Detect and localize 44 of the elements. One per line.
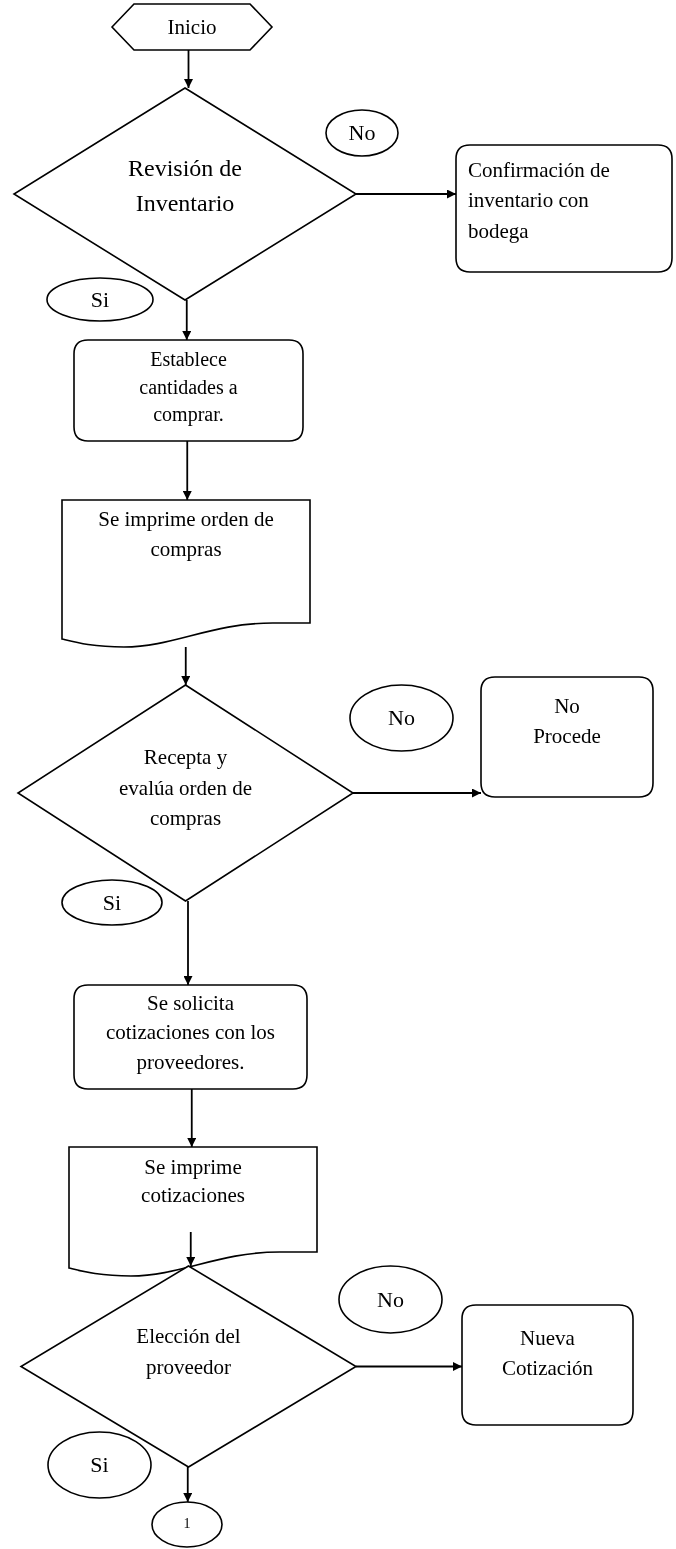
label-ellipse [47, 278, 153, 321]
node-text: 1 [183, 1515, 191, 1534]
node-text: No Procede [532, 693, 602, 751]
process-box [74, 985, 307, 1089]
process-box [462, 1305, 633, 1425]
node-text: Se solicita cotizaciones con los proveedores. [104, 990, 277, 1076]
arrow [184, 49, 193, 89]
arrow [355, 189, 457, 199]
node-text: No [377, 1285, 404, 1314]
process-box [481, 677, 653, 797]
document-shape [69, 1147, 317, 1276]
label-ellipse [62, 880, 162, 925]
label-ellipse [339, 1266, 442, 1333]
label-ellipse [350, 685, 453, 751]
node-text: Revisión de Inventario [127, 154, 243, 218]
node-text: Si [102, 888, 122, 917]
arrow [182, 299, 192, 341]
arrow [183, 900, 193, 986]
node-text: Si [90, 1451, 109, 1480]
node-text: No [388, 704, 415, 733]
arrow [183, 1466, 193, 1503]
arrow [181, 646, 191, 686]
node-text: Establece cantidades a comprar. [138, 347, 239, 428]
node-text: Elección del proveedor [135, 1323, 242, 1381]
arrow [355, 1362, 463, 1371]
document-shape [62, 500, 310, 647]
arrow [182, 440, 192, 501]
process-box [74, 340, 303, 441]
node-text: Nueva Cotización [501, 1325, 594, 1383]
label-ellipse [152, 1502, 222, 1547]
node-text: Inicio [167, 13, 217, 41]
arrow [187, 1088, 197, 1148]
arrow [186, 1231, 196, 1267]
node-text: No [348, 119, 376, 148]
start-hexagon [112, 4, 272, 50]
node-text: Recepta y evalúa orden de compras [118, 744, 253, 833]
arrow [352, 788, 482, 798]
node-text: Confirmación de inventario con bodega [467, 157, 611, 245]
node-text: Se imprime orden de compras [97, 506, 275, 564]
node-text: Si [90, 285, 110, 314]
node-text: Se imprime cotizaciones [140, 1154, 246, 1210]
process-box [456, 145, 672, 272]
label-ellipse [326, 110, 398, 156]
label-ellipse [48, 1432, 151, 1498]
